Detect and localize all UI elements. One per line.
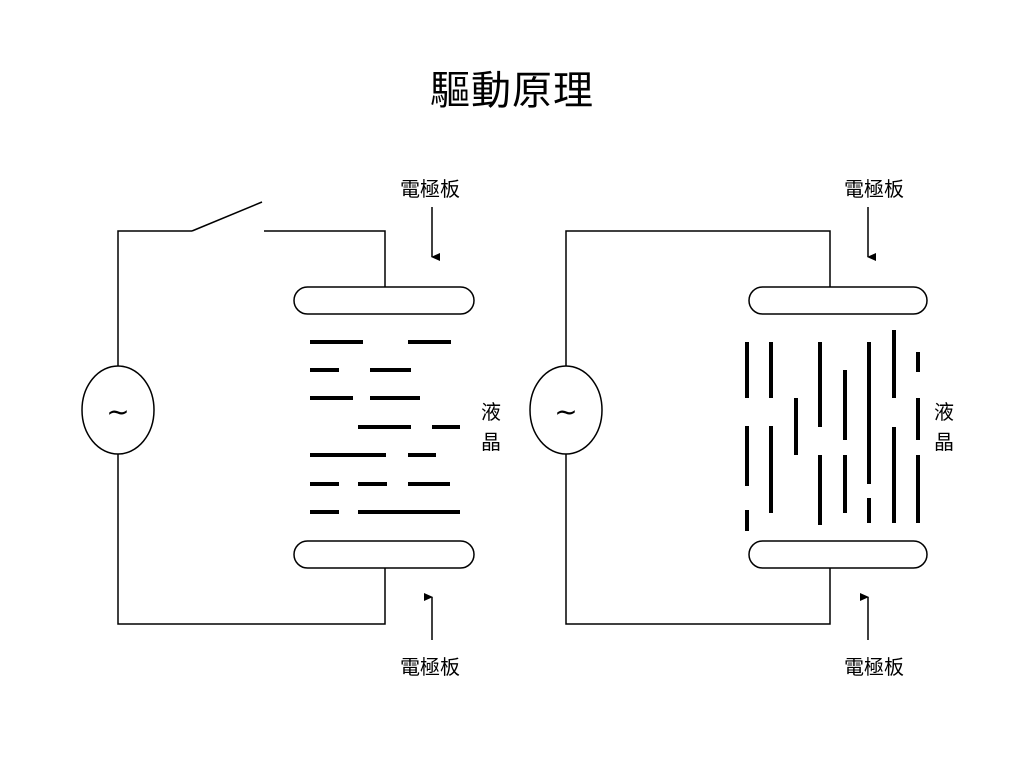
- lc-label-left-1: 液: [481, 400, 501, 424]
- lc-molecules-horizontal: [310, 340, 460, 514]
- circuit-left: ~ 電極板 電極板 液 晶: [81, 177, 501, 679]
- top-electrode-label-right: 電極板: [844, 177, 904, 201]
- ac-source-left: [81, 365, 155, 455]
- ac-symbol-right: ~: [554, 395, 577, 428]
- top-electrode-label-left: 電極板: [400, 177, 460, 201]
- bottom-electrode-label-right: 電極板: [844, 655, 904, 679]
- wire-top-left: [117, 230, 192, 366]
- electrode-top-left: [293, 286, 475, 315]
- lc-label-right-2: 晶: [934, 430, 954, 454]
- electrode-bottom-left: [293, 540, 475, 569]
- switch-open: [191, 201, 263, 232]
- ac-source-right: [529, 365, 603, 455]
- wire-top-right: [264, 230, 386, 287]
- wire-top: [565, 230, 831, 366]
- page-title: 驅動原理: [430, 68, 594, 114]
- wire-bottom: [117, 454, 386, 625]
- lc-molecules-vertical: [745, 330, 920, 531]
- lc-label-left-2: 晶: [481, 430, 501, 454]
- wire-bottom: [565, 454, 831, 625]
- circuit-right: ~ 電極板 電極板 液 晶: [529, 177, 954, 679]
- lc-label-right-1: 液: [934, 400, 954, 424]
- ac-symbol-left: ~: [106, 395, 129, 428]
- electrode-top-right: [748, 286, 928, 315]
- bottom-electrode-label-left: 電極板: [400, 655, 460, 679]
- electrode-bottom-right: [748, 540, 928, 569]
